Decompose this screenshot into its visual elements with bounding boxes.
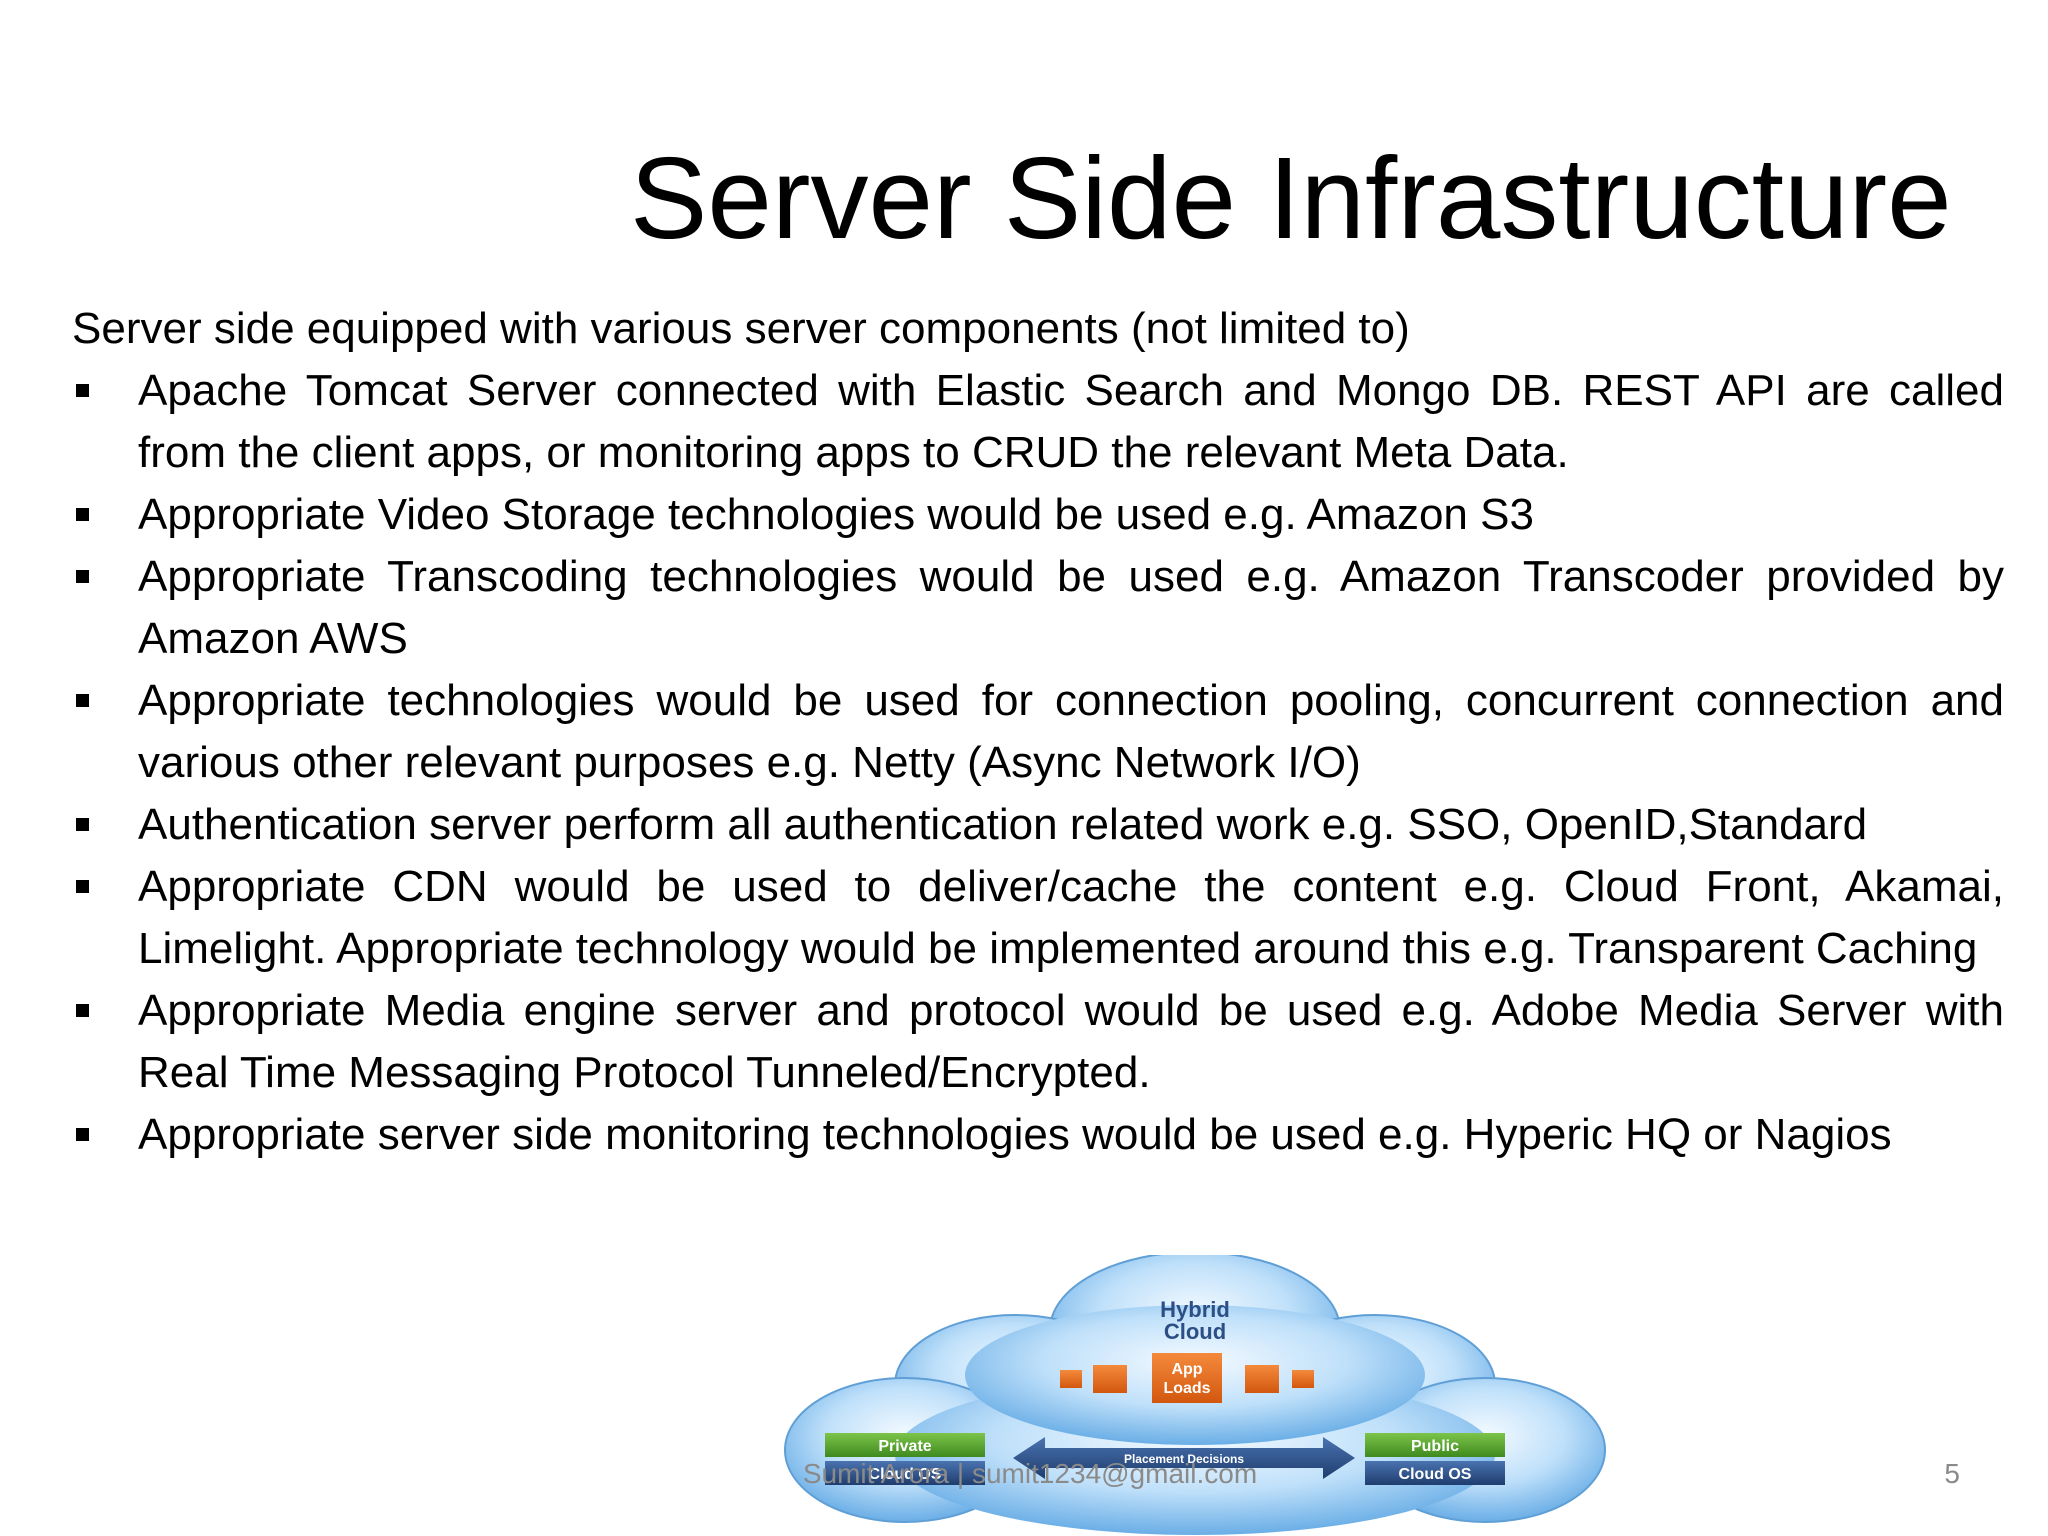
bullet-item: Appropriate server side monitoring techn… bbox=[72, 1104, 2004, 1166]
public-cloud-bar bbox=[1365, 1433, 1505, 1457]
square-bullet-icon bbox=[76, 1004, 89, 1017]
private-cloud-os-bar bbox=[825, 1461, 985, 1485]
bullet-text: Appropriate technologies would be used f… bbox=[138, 676, 2004, 787]
app-loads-box bbox=[1152, 1353, 1222, 1403]
public-cloud-os-bar bbox=[1365, 1461, 1505, 1485]
double-arrow-icon bbox=[1013, 1437, 1355, 1479]
bullet-item: Apache Tomcat Server connected with Elas… bbox=[72, 360, 2004, 484]
hybrid-label: Hybrid bbox=[1160, 1297, 1230, 1322]
hybrid-cloud-illustration: Hybrid Cloud App Loads Private Cloud OS … bbox=[784, 1255, 1606, 1535]
private-os-label: Cloud OS bbox=[869, 1466, 942, 1483]
square-bullet-icon bbox=[76, 694, 89, 707]
app-loads-label: App bbox=[1171, 1361, 1202, 1378]
slide-title: Server Side Infrastructure bbox=[630, 133, 1952, 263]
placement-label: Placement Decisions bbox=[1124, 1452, 1244, 1466]
bullet-item: Appropriate Transcoding technologies wou… bbox=[72, 546, 2004, 670]
square-bullet-icon bbox=[76, 508, 89, 521]
bullet-item: Appropriate technologies would be used f… bbox=[72, 670, 2004, 794]
app-loads-group: App Loads bbox=[1060, 1353, 1314, 1403]
bullet-list: Apache Tomcat Server connected with Elas… bbox=[72, 360, 2004, 1166]
bullet-item: Appropriate Media engine server and prot… bbox=[72, 980, 2004, 1104]
square-bullet-icon bbox=[76, 1128, 89, 1141]
bullet-item: Authentication server perform all authen… bbox=[72, 794, 2004, 856]
private-label: Private bbox=[878, 1438, 931, 1455]
bullet-text: Appropriate Transcoding technologies wou… bbox=[138, 552, 2004, 663]
square-bullet-icon bbox=[76, 880, 89, 893]
public-label: Public bbox=[1411, 1438, 1459, 1455]
app-load-block bbox=[1093, 1365, 1127, 1393]
square-bullet-icon bbox=[76, 818, 89, 831]
cloud-label: Cloud bbox=[1164, 1319, 1226, 1344]
bullet-text: Authentication server perform all authen… bbox=[138, 800, 1868, 849]
square-bullet-icon bbox=[76, 570, 89, 583]
private-cloud-bar bbox=[825, 1433, 985, 1457]
app-load-block bbox=[1060, 1370, 1082, 1388]
bullet-text: Appropriate server side monitoring techn… bbox=[138, 1110, 1892, 1159]
bullet-item: Appropriate Video Storage technologies w… bbox=[72, 484, 2004, 546]
page-number: 5 bbox=[1944, 1458, 1960, 1489]
app-load-block bbox=[1245, 1365, 1279, 1393]
app-load-block bbox=[1292, 1370, 1314, 1388]
square-bullet-icon bbox=[76, 384, 89, 397]
public-os-label: Cloud OS bbox=[1399, 1466, 1472, 1483]
intro-text: Server side equipped with various server… bbox=[72, 304, 1410, 353]
app-loads-label: Loads bbox=[1163, 1380, 1210, 1397]
bullet-text: Appropriate Video Storage technologies w… bbox=[138, 490, 1534, 539]
bullet-text: Apache Tomcat Server connected with Elas… bbox=[138, 366, 2004, 477]
bullet-text: Appropriate Media engine server and prot… bbox=[138, 986, 2004, 1097]
bullet-item: Appropriate CDN would be used to deliver… bbox=[72, 856, 2004, 980]
footer-author: Sumit Arora | sumit1234@gmail.com bbox=[802, 1458, 1258, 1489]
bullet-text: Appropriate CDN would be used to deliver… bbox=[138, 862, 2004, 973]
